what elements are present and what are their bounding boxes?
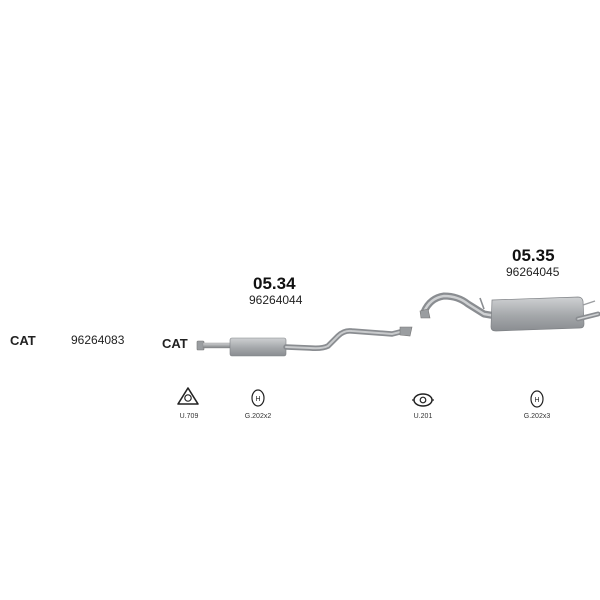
triangular-flange-gasket-icon [177,387,199,405]
fitting-label: U.201 [413,413,433,420]
hanger-rubber-icon: H [530,390,544,408]
front-pipe-section [196,326,413,357]
fitting-label: U.709 [179,413,199,420]
section-code-front: 05.34 [253,274,296,293]
part-number-left: 96264083 [71,333,125,347]
cat-label-front: CAT [162,336,188,351]
oval-flange-gasket-icon [412,393,434,407]
svg-text:H: H [534,397,539,404]
part-number-front: 96264044 [249,293,303,307]
rear-pipe-section [419,292,600,332]
fitting-label: G.202x3 [523,413,551,420]
section-code-rear: 05.35 [512,246,555,265]
hanger-rubber-icon: H [251,389,265,407]
cat-label-left: CAT [10,333,36,348]
fitting-label: G.202x2 [244,413,272,420]
svg-text:H: H [255,396,260,403]
part-number-rear: 96264045 [506,265,560,279]
